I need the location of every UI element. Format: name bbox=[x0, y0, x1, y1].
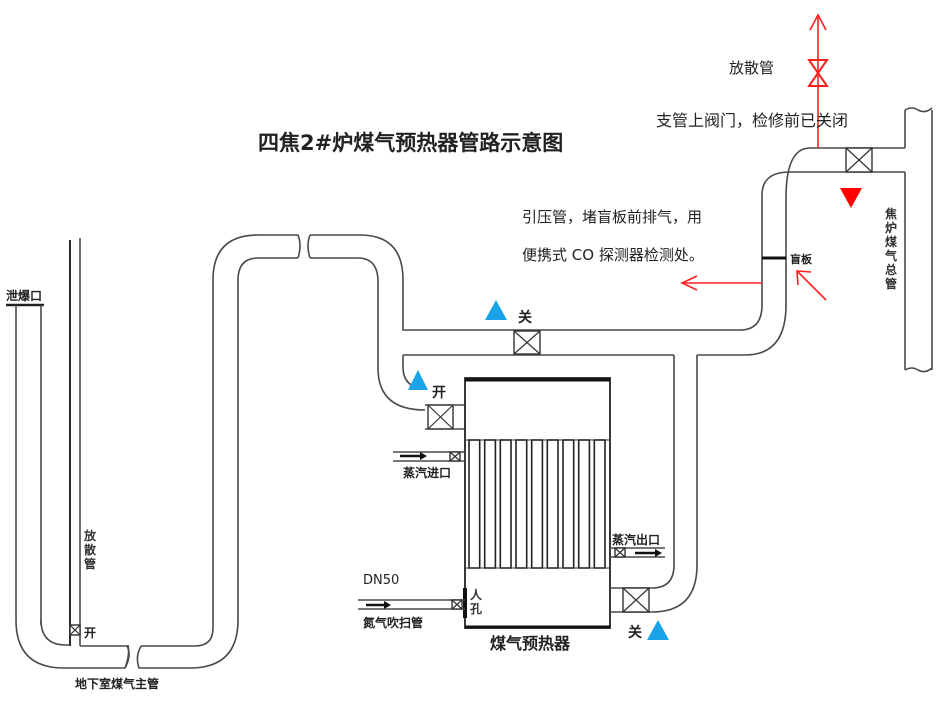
branch-valve-note: 支管上阀门，检修前已关闭 bbox=[656, 111, 848, 130]
nitrogen-purge-label: 氮气吹扫管 bbox=[363, 615, 423, 630]
svg-text:气: 气 bbox=[884, 248, 897, 263]
svg-text:管: 管 bbox=[84, 556, 96, 571]
red-vent-pipe bbox=[807, 13, 829, 148]
heat-exchanger-tube bbox=[562, 439, 575, 569]
bypass-valve bbox=[513, 330, 541, 355]
steam-inlet-label: 蒸汽进口 bbox=[403, 465, 451, 480]
heat-exchanger-tube bbox=[483, 439, 497, 569]
manhole-label-1: 人 bbox=[470, 587, 483, 602]
svg-text:炉: 炉 bbox=[885, 220, 897, 235]
outlet-valve-state: 关 bbox=[628, 624, 642, 641]
basement-main-pipe-label: 地下室煤气主管 bbox=[75, 676, 159, 691]
pressure-note-line2: 便携式 CO 探测器检测处。 bbox=[522, 246, 704, 264]
svg-text:放: 放 bbox=[83, 528, 97, 543]
manhole-label-2: 孔 bbox=[470, 602, 482, 616]
upper-loop-pipe bbox=[212, 234, 745, 411]
left-vent-open-label: 开 bbox=[84, 626, 96, 640]
pressure-tap-arrow-icon bbox=[680, 275, 698, 291]
red-vent-valve-icon bbox=[807, 59, 829, 87]
pressure-tap-arrow bbox=[680, 275, 762, 291]
outlet-pipe bbox=[610, 355, 698, 613]
basement-main-pipe bbox=[15, 280, 239, 669]
blind-plate-pointer-icon bbox=[796, 270, 812, 286]
svg-text:煤: 煤 bbox=[885, 234, 897, 249]
blind-plate-pointer bbox=[796, 270, 827, 301]
explosion-vent-label: 泄爆口 bbox=[6, 288, 42, 303]
bypass-valve-state: 关 bbox=[518, 309, 532, 326]
preheater-body bbox=[464, 377, 611, 629]
heat-exchanger-tube bbox=[546, 439, 559, 569]
nitrogen-arrow-icon bbox=[384, 601, 391, 609]
branch-riser-pipe bbox=[739, 147, 905, 356]
vent-pipe-top-label: 放散管 bbox=[729, 59, 774, 77]
branch-closed-marker-icon bbox=[840, 188, 862, 208]
heat-exchanger-tube bbox=[593, 439, 606, 569]
coke-oven-main-label: 焦 炉 煤 气 总 管 bbox=[884, 206, 897, 291]
svg-text:管: 管 bbox=[885, 276, 897, 291]
steam-outlet-pipe bbox=[610, 547, 665, 558]
nitrogen-purge-pipe bbox=[358, 599, 465, 610]
preheater-label: 煤气预热器 bbox=[490, 634, 571, 653]
left-vent-pipe-label: 放 散 管 bbox=[83, 528, 97, 571]
outlet-closed-marker-icon bbox=[647, 620, 669, 640]
coke-oven-main-pipe bbox=[904, 107, 933, 373]
diagram-title: 四焦2#炉煤气预热器管路示意图 bbox=[258, 131, 563, 155]
steam-outlet-arrow-icon bbox=[655, 549, 662, 557]
vent-up-arrow-icon bbox=[809, 13, 827, 31]
steam-inlet-pipe bbox=[393, 451, 465, 462]
steam-inlet-arrow-icon bbox=[420, 452, 427, 460]
preheater-tubes bbox=[465, 439, 610, 569]
svg-text:散: 散 bbox=[84, 542, 97, 557]
pressure-note-line1: 引压管，堵盲板前排气，用 bbox=[522, 208, 702, 226]
heat-exchanger-tube bbox=[468, 439, 481, 569]
svg-text:总: 总 bbox=[885, 262, 897, 277]
left-vent-pipe bbox=[69, 238, 81, 646]
inlet-valve-state: 开 bbox=[432, 385, 446, 401]
steam-outlet-label: 蒸汽出口 bbox=[612, 532, 660, 547]
bypass-closed-marker-icon bbox=[485, 300, 507, 320]
inlet-valve bbox=[425, 404, 465, 430]
svg-text:焦: 焦 bbox=[884, 206, 897, 221]
heat-exchanger-tube bbox=[515, 439, 528, 569]
dn-size-label: DN50 bbox=[363, 573, 399, 588]
heat-exchanger-tube bbox=[530, 439, 544, 569]
explosion-vent-pipe bbox=[6, 303, 44, 625]
blind-plate-label: 盲板 bbox=[790, 252, 813, 266]
heat-exchanger-tube bbox=[499, 439, 512, 569]
heat-exchanger-tube bbox=[577, 439, 591, 569]
inlet-open-marker-icon bbox=[408, 370, 428, 390]
